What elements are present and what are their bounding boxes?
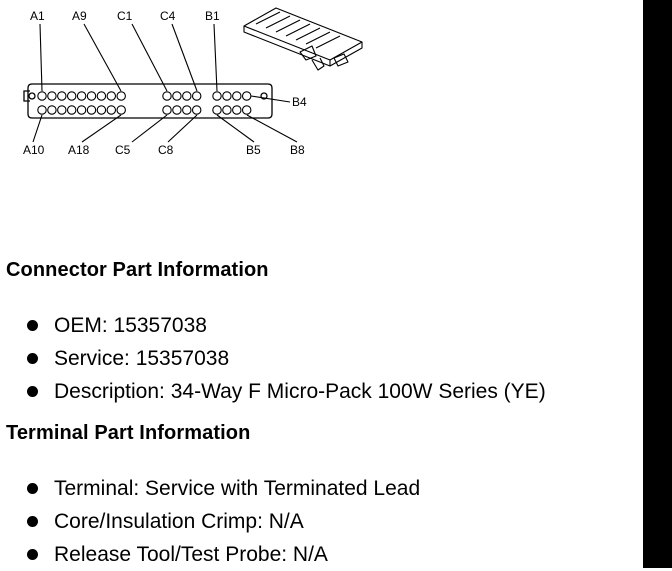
pin-hole-a16 bbox=[96, 105, 107, 115]
leader-b5 bbox=[216, 114, 255, 143]
pin-hole-c3 bbox=[182, 91, 192, 101]
pin-hole-b8 bbox=[241, 105, 252, 115]
pin-label-c1: C1 bbox=[117, 9, 133, 23]
leader-a1 bbox=[39, 23, 43, 92]
oem-label: OEM: bbox=[54, 314, 114, 337]
leader-b8 bbox=[246, 114, 298, 143]
pin-hole-a1 bbox=[37, 91, 47, 101]
pin-hole-a7 bbox=[96, 91, 107, 101]
pin-hole-b4 bbox=[241, 91, 252, 101]
connector-part-list: OEM: 15357038 Service: 15357038 Descript… bbox=[0, 309, 546, 408]
crimp-label: Core/Insulation Crimp: bbox=[54, 510, 269, 533]
terminal-part-list: Terminal: Service with Terminated Lead C… bbox=[0, 472, 420, 571]
leader-c8 bbox=[167, 114, 198, 143]
pin-hole-b6 bbox=[222, 105, 232, 115]
list-item-crimp: Core/Insulation Crimp: N/A bbox=[0, 505, 420, 538]
leader-b4 bbox=[250, 95, 291, 103]
pin-label-a9: A9 bbox=[72, 9, 87, 23]
bullet-icon bbox=[27, 353, 38, 364]
bullet-icon bbox=[27, 516, 38, 527]
pin-hole-c1 bbox=[162, 91, 172, 101]
pin-hole-a10 bbox=[37, 105, 47, 115]
pin-hole-a5 bbox=[76, 91, 87, 101]
pin-hole-a3 bbox=[57, 91, 67, 101]
release-tool-value: N/A bbox=[292, 543, 328, 566]
leader-a18 bbox=[81, 114, 122, 143]
pin-hole-a15 bbox=[86, 105, 97, 115]
leader-c1 bbox=[131, 23, 168, 92]
pin-hole-a11 bbox=[47, 105, 57, 115]
pin-hole-a14 bbox=[76, 105, 87, 115]
list-item-service: Service: 15357038 bbox=[0, 342, 546, 375]
pin-label-b8: B8 bbox=[290, 143, 305, 157]
bullet-icon bbox=[27, 320, 38, 331]
connector-isometric-view bbox=[243, 7, 363, 71]
pin-hole-c5 bbox=[162, 105, 172, 115]
pin-hole-a4 bbox=[66, 91, 77, 101]
pin-hole-c8 bbox=[191, 105, 202, 115]
connector-housing bbox=[23, 83, 273, 119]
pin-hole-a9 bbox=[116, 91, 126, 101]
terminal-part-heading: Terminal Part Information bbox=[6, 422, 251, 444]
pin-hole-a18 bbox=[116, 105, 126, 115]
pin-hole-c2 bbox=[172, 91, 182, 101]
description-label: Description: bbox=[54, 380, 171, 403]
release-tool-label: Release Tool/Test Probe: bbox=[54, 543, 293, 566]
terminal-value: Service with Terminated Lead bbox=[145, 477, 421, 500]
pin-label-b5: B5 bbox=[246, 143, 261, 157]
pin-hole-a8 bbox=[106, 91, 117, 101]
oem-value: 15357038 bbox=[113, 314, 207, 337]
description-value: 34-Way F Micro-Pack 100W Series (YE) bbox=[170, 380, 546, 403]
connector-part-heading: Connector Part Information bbox=[6, 259, 269, 281]
pin-hole-c4 bbox=[191, 91, 202, 101]
pin-hole-a17 bbox=[106, 105, 117, 115]
list-item-oem: OEM: 15357038 bbox=[0, 309, 546, 342]
pin-label-a1: A1 bbox=[30, 9, 45, 23]
pin-hole-b1 bbox=[212, 91, 222, 101]
pin-hole-b2 bbox=[222, 91, 232, 101]
pin-hole-b3 bbox=[232, 91, 242, 101]
pin-hole-b7 bbox=[232, 105, 242, 115]
pin-label-b1: B1 bbox=[205, 9, 220, 23]
list-item-release-tool: Release Tool/Test Probe: N/A bbox=[0, 538, 420, 571]
leader-c4 bbox=[171, 23, 198, 92]
leader-b1 bbox=[213, 23, 218, 92]
pin-hole-c6 bbox=[172, 105, 182, 115]
pin-holes bbox=[37, 91, 252, 115]
bullet-icon bbox=[27, 483, 38, 494]
pin-label-a18: A18 bbox=[68, 143, 90, 157]
service-value: 15357038 bbox=[135, 347, 230, 370]
leader-a9 bbox=[83, 23, 122, 92]
pin-hole-a2 bbox=[47, 91, 57, 101]
pin-label-c5: C5 bbox=[115, 143, 131, 157]
pin-hole-c7 bbox=[182, 105, 192, 115]
terminal-label: Terminal: bbox=[54, 477, 146, 500]
leader-c5 bbox=[131, 114, 168, 143]
list-item-description: Description: 34-Way F Micro-Pack 100W Se… bbox=[0, 375, 546, 408]
pin-label-a10: A10 bbox=[23, 143, 45, 157]
right-edge-bar bbox=[643, 0, 672, 568]
bullet-icon bbox=[27, 386, 38, 397]
pin-hole-a13 bbox=[66, 105, 77, 115]
bullet-icon bbox=[27, 549, 38, 560]
leader-a10 bbox=[32, 114, 43, 143]
leader-lines bbox=[32, 23, 298, 143]
list-item-terminal: Terminal: Service with Terminated Lead bbox=[0, 472, 420, 505]
connector-face-diagram: A1 A9 C1 C4 B1 B4 A10 A18 C5 C8 B5 B8 bbox=[23, 7, 363, 157]
pin-hole-a12 bbox=[57, 105, 67, 115]
service-label: Service: bbox=[54, 347, 136, 370]
crimp-value: N/A bbox=[268, 510, 304, 533]
pin-label-b4: B4 bbox=[292, 95, 307, 109]
pin-label-c8: C8 bbox=[158, 143, 174, 157]
pin-hole-b5 bbox=[212, 105, 222, 115]
pin-label-c4: C4 bbox=[160, 9, 176, 23]
pin-hole-a6 bbox=[86, 91, 97, 101]
